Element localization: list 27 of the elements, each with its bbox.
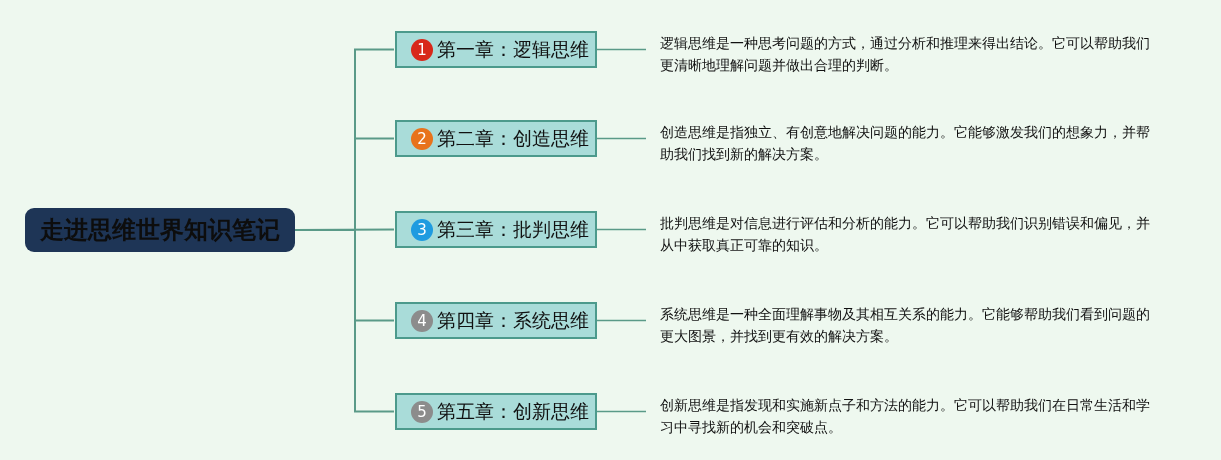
number-badge: 1 bbox=[411, 38, 433, 61]
chapter-title: 第四章：系统思维 bbox=[437, 307, 589, 333]
connector-line bbox=[596, 410, 647, 413]
description-text: 系统思维是一种全面理解事物及其相互关系的能力。它能够帮助我们看到问题的更大图景，并找到更有效的解决方案。 bbox=[660, 303, 1160, 347]
number-badge: 3 bbox=[411, 218, 433, 241]
description-text: 逻辑思维是一种思考问题的方式，通过分析和推理来得出结论。它可以帮助我们更清晰地理解问题并做出合理的判断。 bbox=[660, 32, 1160, 76]
chapter-box bbox=[395, 120, 597, 157]
connector-line bbox=[596, 319, 647, 322]
number-badge: 5 bbox=[411, 400, 433, 423]
chapter-title: 第一章：逻辑思维 bbox=[437, 36, 589, 62]
description-text: 批判思维是对信息进行评估和分析的能力。它可以帮助我们识别错误和偏见，并从中获取真正可靠的知识。 bbox=[660, 212, 1160, 256]
connector-line bbox=[596, 137, 647, 140]
connector-line bbox=[294, 229, 395, 413]
chapter-title: 第二章：创造思维 bbox=[437, 125, 589, 151]
chapter-box bbox=[395, 31, 597, 68]
connector-line bbox=[596, 48, 647, 51]
connector-line bbox=[596, 228, 647, 231]
root-box: 走进思维世界知识笔记 bbox=[25, 208, 295, 252]
number-badge: 4 bbox=[411, 309, 433, 332]
description-text: 创新思维是指发现和实施新点子和方法的能力。它可以帮助我们在日常生活和学习中寻找新的机会和突破点。 bbox=[660, 394, 1160, 438]
chapter-box bbox=[395, 393, 597, 430]
description-text: 创造思维是指独立、有创意地解决问题的能力。它能够激发我们的想象力，并帮助我们找到新的解决方案。 bbox=[660, 121, 1160, 165]
chapter-box bbox=[395, 302, 597, 339]
chapter-title: 第五章：创新思维 bbox=[437, 398, 589, 424]
chapter-box bbox=[395, 211, 597, 248]
chapter-title: 第三章：批判思维 bbox=[437, 216, 589, 242]
number-badge: 2 bbox=[411, 127, 433, 150]
